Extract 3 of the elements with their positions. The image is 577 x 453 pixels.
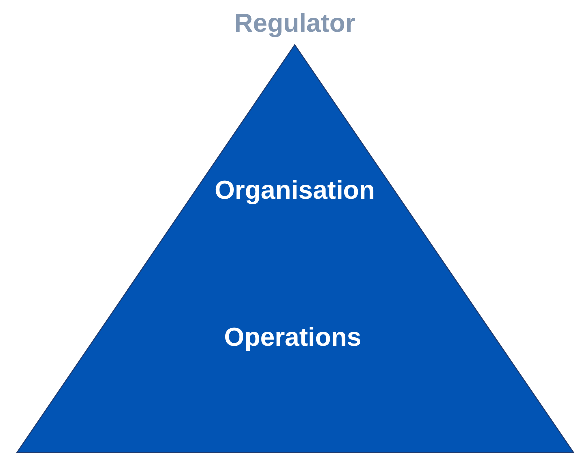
heading-text: Regulator	[234, 8, 356, 39]
tier-label: Organisation	[214, 175, 376, 206]
tier-label: Operations	[224, 322, 362, 353]
